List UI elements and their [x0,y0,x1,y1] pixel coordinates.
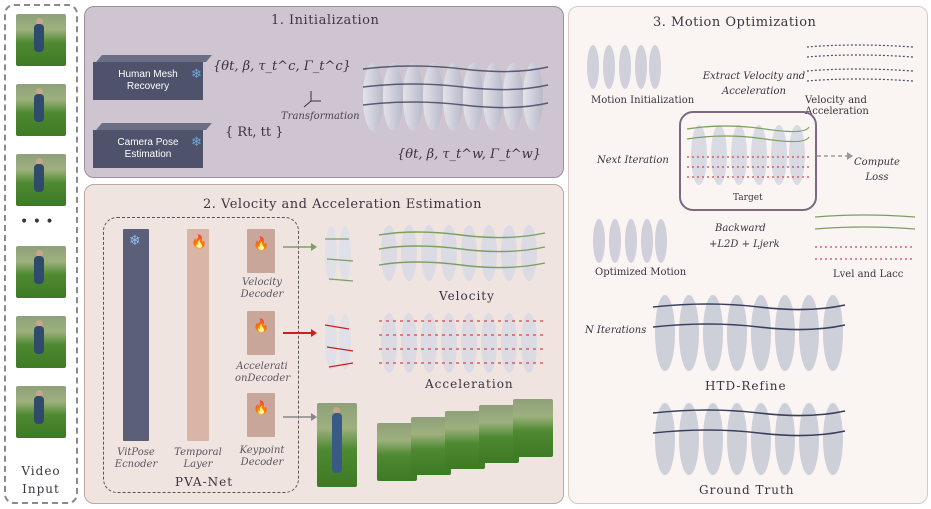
velocity-decoder-block [247,229,275,273]
optimized-label: Optimized Motion [595,267,687,278]
estimation-title: 2. Velocity and Acceleration Estimation [203,197,482,212]
keypoint-photo-stack [377,399,553,489]
target-mesh [685,117,811,191]
world-mesh-sequence [353,47,553,137]
video-frame [16,386,66,438]
axes-icon [299,87,323,109]
acceleration-mesh [375,307,547,377]
hmr-label: Human Mesh Recovery [118,69,178,92]
fire-icon: 🔥 [253,401,270,416]
initialization-title: 1. Initialization [271,13,380,28]
snowflake-icon: ❄ [191,67,202,82]
htd-refine-label: HTD-Refine [705,379,787,393]
vel-acc-curves [805,41,915,91]
pva-net-box [103,217,299,493]
camera-output: { Rt, tt } [225,125,284,140]
acceleration-decoder-label: Accelerati onDecoder [235,361,291,384]
velocity-skeleton [319,219,359,289]
estimation-panel: 2. Velocity and Acceleration Estimation … [84,184,564,504]
transformation-label: Transformation [281,111,360,122]
velocity-decoder-label: Velocity Decoder [240,277,284,300]
fire-icon: 🔥 [253,319,270,334]
video-frame [16,84,66,136]
compute-loss-arrow [817,152,853,160]
video-frame [16,154,66,206]
vitpose-label: VitPose Ecnoder [114,447,158,470]
ellipsis: • • • [20,214,54,230]
ground-truth-label: Ground Truth [699,483,795,497]
velocity-mesh [375,221,547,283]
optimization-title: 3. Motion Optimization [653,15,817,30]
video-frame [16,14,66,66]
fire-icon: 🔥 [191,235,208,250]
next-iteration-label: Next Iteration [597,155,669,166]
keypoint-photo [317,403,357,487]
temporal-label: Temporal Layer [174,447,222,470]
velocity-label: Velocity [439,289,495,303]
keypoint-decoder-block [247,393,275,437]
world-output: {θt, β, τ_t^w, Γ_t^w} [397,147,542,162]
temporal-bar [187,229,209,441]
pva-net-label: PVA-Net [175,475,234,489]
target-label: Target [733,193,763,203]
video-frame [16,316,66,368]
extract-label: Extract Velocity and Acceleration [702,71,806,97]
optimization-panel: 3. Motion Optimization Motion Initializa… [568,6,928,504]
video-input-column: • • • Video Input [4,4,78,504]
compute-loss-label: Compute Loss [854,157,900,183]
camera-box: Camera Pose Estimation [93,130,203,168]
optimized-mesh [589,215,669,265]
acceleration-label: Acceleration [425,377,514,391]
video-input-label: Video Input [21,464,61,496]
acceleration-skeleton [319,307,359,377]
initialization-panel: 1. Initialization Human Mesh Recovery ❄ … [84,6,564,178]
motion-init-label: Motion Initialization [591,95,695,106]
vel-acc-label: Velocity and Acceleration [805,95,869,117]
backward-label: Backward [715,223,766,234]
video-frame [16,246,66,298]
vitpose-bar [123,229,149,441]
hmr-box-top [96,55,212,62]
fire-icon: 🔥 [253,237,270,252]
loop-box [679,111,817,211]
loss-terms-label: +L2D + Ljerk [709,239,780,250]
hmr-output: {θt, β, τ_t^c, Γ_t^c} [213,59,351,74]
n-iterations-label: N Iterations [585,325,647,336]
camera-label: Camera Pose Estimation [117,137,179,160]
camera-box-top [96,123,212,130]
htd-refine-mesh [649,287,849,377]
hmr-box: Human Mesh Recovery [93,62,203,100]
keypoint-decoder-label: Keypoint Decoder [239,445,285,468]
motion-init-mesh [583,41,663,91]
loss-curves [813,211,917,267]
ground-truth-mesh [649,395,849,481]
snowflake-icon: ❄ [129,233,141,249]
estimation-arrows [283,243,317,421]
snowflake-icon: ❄ [191,135,202,150]
lvel-lacc-label: Lvel and Lacc [833,269,904,280]
acceleration-decoder-block [247,311,275,355]
